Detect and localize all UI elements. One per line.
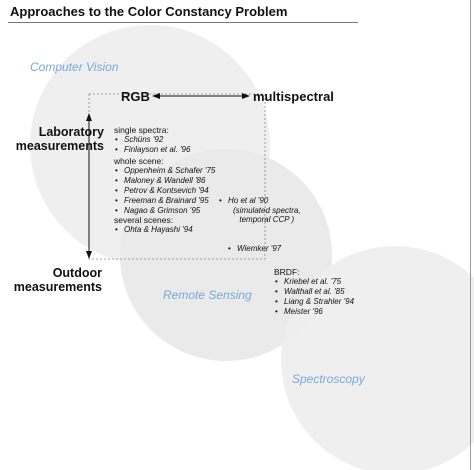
axis-label-outdoor: Outdoor measurements: [13, 266, 102, 294]
laboratory-rgb-box: [88, 93, 266, 260]
group-label: whole scene:: [114, 156, 164, 166]
group-label: several scenes:: [114, 215, 174, 225]
reference-item: Kriebel et al. '75: [274, 277, 354, 287]
reference-item: Ho et al '90: [218, 196, 268, 206]
reference-item: Petrov & Kontsevich '94: [114, 186, 215, 196]
reference-item: Walthall et al. '85: [274, 287, 354, 297]
group-whole-scene: whole scene: Oppenheim & Schafer '75 Mal…: [114, 156, 215, 216]
group-label: single spectra:: [114, 125, 169, 135]
frame-right-edge: [470, 0, 471, 470]
title-divider: [8, 22, 358, 23]
arrowhead-right: [242, 93, 250, 99]
axis-label-laboratory: Laboratory measurements: [15, 125, 104, 153]
group-label: BRDF:: [274, 267, 300, 277]
reference-item: Schüns '92: [114, 135, 190, 145]
reference-item: Maloney & Wandell '86: [114, 176, 215, 186]
reference-item: Freeman & Brainard '95: [114, 196, 215, 206]
area-label-computer-vision: Computer Vision: [30, 60, 119, 74]
reference-item: Liang & Strahler '94: [274, 297, 354, 307]
group-several-scenes: several scenes: Ohta & Hayashi '94: [114, 215, 193, 235]
ho-note: (simulated spectra, temporal CCP ): [233, 206, 301, 224]
axis-label-multispectral: multispectral: [253, 89, 334, 104]
arrowhead-down: [86, 251, 92, 259]
group-single-spectra: single spectra: Schüns '92 Finlayson et …: [114, 125, 190, 155]
reference-item: Wiemker '97: [227, 244, 281, 254]
group-brdf: BRDF: Kriebel et al. '75 Walthall et al.…: [274, 267, 354, 317]
reference-item: Oppenheim & Schafer '75: [114, 166, 215, 176]
arrowhead-up: [86, 113, 92, 121]
standalone-wiemker: Wiemker '97: [227, 244, 281, 254]
standalone-ho: Ho et al '90: [218, 196, 268, 206]
diagram-title: Approaches to the Color Constancy Proble…: [10, 4, 288, 19]
reference-item: Finlayson et al. '96: [114, 145, 190, 155]
area-label-remote-sensing: Remote Sensing: [163, 288, 252, 302]
area-label-spectroscopy: Spectroscopy: [292, 372, 365, 386]
arrowhead-left: [152, 93, 160, 99]
reference-item: Meister '96: [274, 307, 354, 317]
axis-label-rgb: RGB: [121, 89, 150, 104]
reference-item: Ohta & Hayashi '94: [114, 225, 193, 235]
reference-item: Nagao & Grimson '95: [114, 206, 215, 216]
